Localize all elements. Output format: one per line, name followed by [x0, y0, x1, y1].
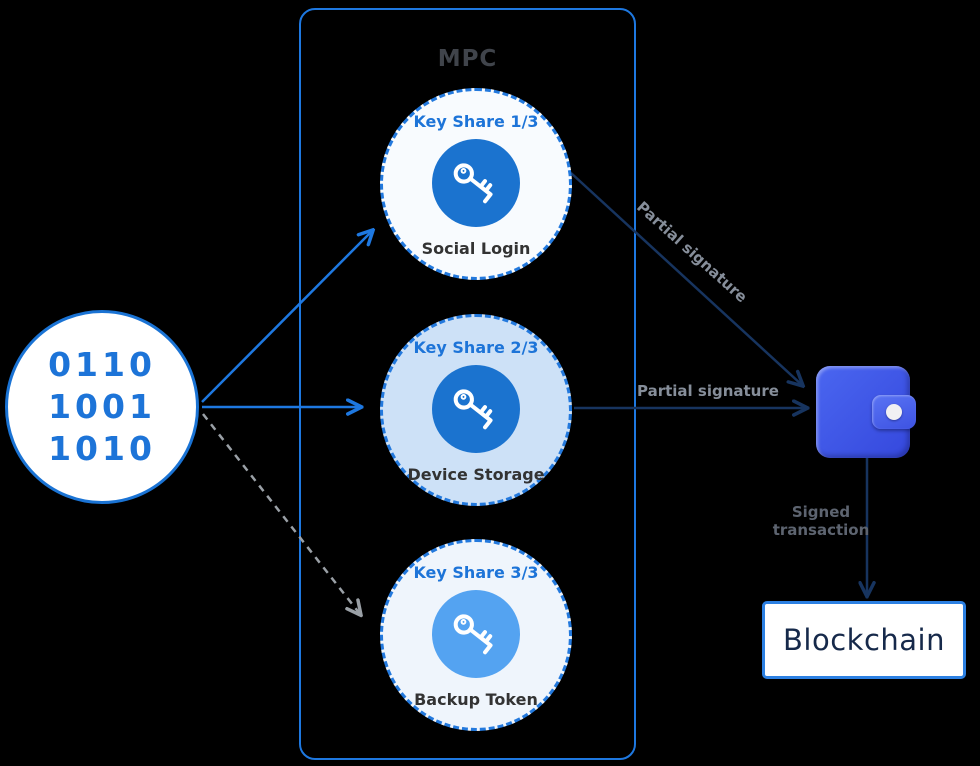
wallet-icon	[816, 366, 916, 458]
key-icon	[453, 389, 493, 430]
arrow-share1-to-wallet	[570, 172, 802, 385]
key-icon	[453, 163, 493, 204]
wallet-clasp-button	[886, 404, 902, 420]
binary-line: 1001	[48, 387, 156, 426]
key-share-1-label: Key Share 1/3	[413, 112, 539, 131]
key-share-3-sublabel: Backup Token	[414, 690, 538, 709]
wallet-clasp	[872, 395, 916, 429]
key-share-2-circle: Key Share 2/3 Device Storage	[380, 314, 572, 506]
mpc-container: MPC	[299, 8, 636, 760]
arrow-seed-to-share3-dashed	[202, 413, 360, 614]
private-key-circle: 0110 1001 1010	[5, 310, 199, 504]
key-icon	[453, 614, 493, 655]
binary-line: 1010	[48, 429, 156, 468]
key-share-1-circle: Key Share 1/3 Social Login	[380, 88, 572, 280]
arrow-seed-to-share1	[201, 231, 372, 403]
blockchain-label: Blockchain	[783, 623, 945, 657]
mpc-title: MPC	[437, 46, 498, 72]
binary-line: 0110	[48, 345, 156, 384]
key-share-2-badge	[432, 365, 520, 453]
blockchain-node: Blockchain	[762, 601, 966, 679]
key-share-3-label: Key Share 3/3	[413, 563, 539, 582]
key-share-1-sublabel: Social Login	[421, 239, 531, 258]
key-share-2-sublabel: Device Storage	[407, 465, 545, 484]
key-share-2-label: Key Share 2/3	[413, 338, 539, 357]
key-share-3-badge	[432, 590, 520, 678]
partial-signature-mid-label: Partial signature	[637, 382, 779, 400]
key-share-1-badge	[432, 139, 520, 227]
key-share-3-circle: Key Share 3/3 Backup Token	[380, 539, 572, 731]
signed-transaction-label: Signed transaction	[772, 503, 870, 539]
